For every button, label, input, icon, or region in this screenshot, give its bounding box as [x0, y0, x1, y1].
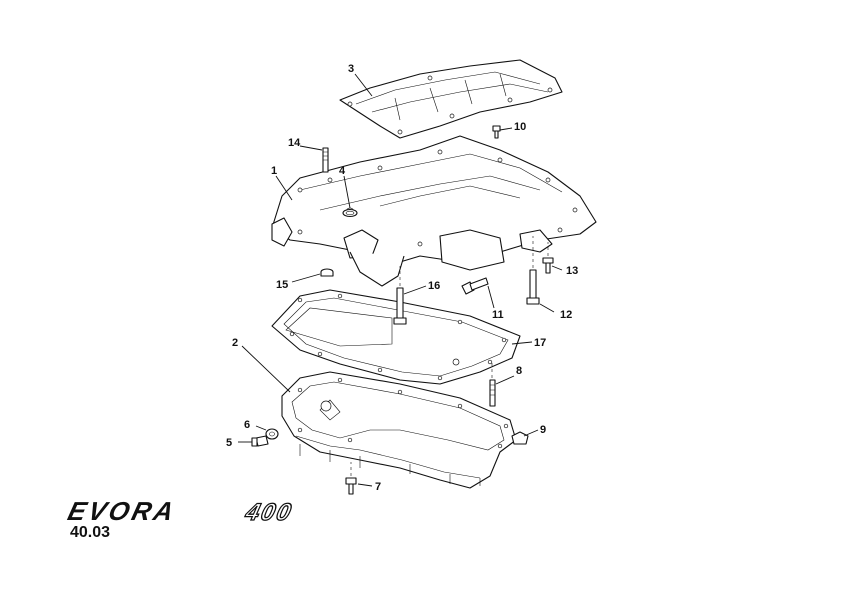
callout-8: 8	[516, 365, 522, 377]
bolt-part-10	[492, 125, 501, 139]
bolt-part-11	[461, 277, 489, 295]
callout-3: 3	[348, 63, 354, 75]
callout-11: 11	[492, 309, 504, 321]
baffle-plate-part-3	[339, 59, 563, 139]
evora-400-logo: EVORA 400	[65, 496, 296, 526]
callout-1: 1	[271, 165, 277, 177]
plug-part-9	[511, 431, 529, 445]
callout-16: 16	[428, 280, 440, 292]
callout-15: 15	[276, 279, 288, 291]
bolt-part-12	[526, 269, 540, 305]
lower-sump-part-2	[281, 371, 517, 489]
callout-10: 10	[514, 121, 526, 133]
section-number: 40.03	[70, 524, 111, 541]
callout-6: 6	[244, 419, 250, 431]
callout-9: 9	[540, 424, 546, 436]
callout-4: 4	[339, 165, 346, 177]
washer-part-6	[265, 428, 279, 440]
callout-5: 5	[226, 437, 232, 449]
callout-17: 17	[534, 337, 546, 349]
bolt-part-16	[393, 287, 407, 325]
leader-lines	[238, 73, 563, 487]
upper-sump-part-1	[271, 135, 597, 287]
callout-14: 14	[288, 137, 301, 149]
bolt-part-7	[345, 477, 357, 495]
bolt-part-13	[542, 257, 554, 274]
callout-12: 12	[560, 309, 572, 321]
stud-part-8	[489, 379, 496, 407]
callout-13: 13	[566, 265, 578, 277]
callout-7: 7	[375, 481, 381, 493]
o-ring-part-4	[342, 208, 358, 218]
stud-part-14	[322, 147, 329, 173]
drain-plug-part-5	[251, 435, 269, 447]
logo-model-text: EVORA	[65, 496, 180, 526]
logo-variant-text: 400	[242, 499, 296, 526]
plug-part-15	[320, 268, 334, 277]
gasket-part-17	[271, 289, 521, 385]
callout-2: 2	[232, 337, 238, 349]
